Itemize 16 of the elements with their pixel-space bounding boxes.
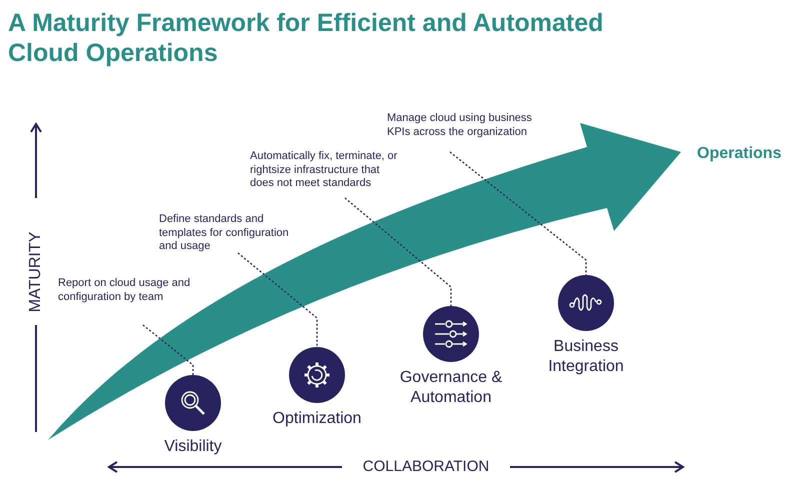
description-text: Automatically fix, terminate, or rightsize infrastructure that does not meet standards <box>250 150 400 190</box>
title: A Maturity Framework for Efficient and Automated Cloud Operations <box>8 8 604 68</box>
leader-line <box>238 252 318 347</box>
goal-label: Operations <box>697 144 782 164</box>
stage-label: Business Integration <box>547 337 625 377</box>
leader-line <box>142 324 194 375</box>
description-text: Report on cloud usage and configuration by team <box>58 277 198 304</box>
leader-line <box>450 152 587 275</box>
stage-label: Visibility <box>163 437 223 457</box>
stage-label: Optimization <box>272 409 362 429</box>
description-text: Manage cloud using business KPIs across the organization <box>387 112 547 139</box>
axis-label: COLLABORATION <box>362 457 490 477</box>
axis-label: MATURITY <box>26 232 45 312</box>
stage-label: Governance & Automation <box>398 368 504 408</box>
description-text: Define standards and templates for configuration and usage <box>159 213 299 254</box>
leader-line <box>344 198 452 306</box>
